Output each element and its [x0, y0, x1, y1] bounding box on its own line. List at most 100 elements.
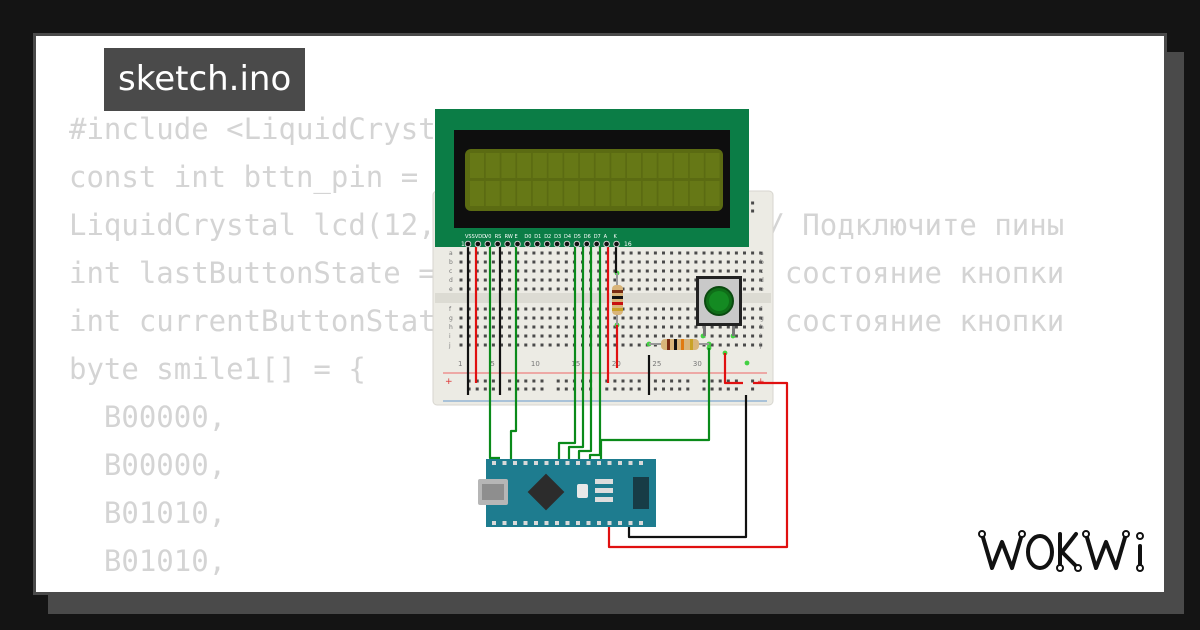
breadboard-rail-hole: [540, 387, 544, 391]
arduino-pin: [502, 521, 507, 525]
breadboard-hole: [613, 334, 617, 338]
arduino-pin: [544, 521, 549, 525]
arduino-pin: [618, 461, 622, 465]
breadboard-hole: [621, 343, 625, 347]
breadboard-hole: [645, 278, 649, 282]
pushbutton[interactable]: [696, 276, 742, 336]
breadboard-hole: [694, 251, 698, 255]
breadboard-hole: [678, 269, 682, 273]
lcd-char-cell: [470, 181, 484, 206]
breadboard-hole: [743, 334, 746, 338]
breadboard-rail-hole: [532, 387, 536, 391]
breadboard-rail-hole: [629, 387, 633, 391]
breadboard-hole: [564, 251, 568, 255]
breadboard-hole: [548, 334, 552, 338]
breadboard-hole: [475, 269, 479, 273]
lcd-char-cell: [611, 153, 626, 178]
wire-power-to-arduino: [607, 381, 789, 549]
reset-button[interactable]: [577, 484, 588, 498]
breadboard-hole: [508, 260, 512, 264]
breadboard-hole: [686, 260, 690, 264]
breadboard-hole: [605, 316, 609, 320]
breadboard-rail-hole: [726, 379, 730, 383]
breadboard-hole: [540, 343, 544, 347]
breadboard-hole: [516, 325, 520, 329]
lcd-char-cell: [470, 153, 484, 178]
breadboard-hole: [508, 278, 512, 282]
breadboard-hole: [670, 316, 674, 320]
breadboard-row-letter: d: [449, 277, 453, 284]
code-preview: #include <LiquidCrystal.h>const int bttn…: [69, 105, 1064, 592]
breadboard-hole: [662, 325, 665, 329]
resistor-pulldown: [649, 339, 709, 350]
wokwi-logo-icon: [978, 530, 1144, 572]
breadboard-hole: [459, 251, 463, 255]
breadboard-rail-hole: [662, 379, 665, 383]
lcd-pin: [613, 240, 620, 248]
lcd-pin: [603, 240, 610, 248]
breadboard-hole: [645, 307, 649, 311]
breadboard-row-letter: j: [448, 342, 451, 349]
breadboard-hole: [645, 251, 649, 255]
lcd-pin: [464, 240, 472, 248]
breadboard-hole: [645, 269, 649, 273]
breadboard-column-number: 10: [531, 360, 540, 368]
breadboard-hole: [726, 325, 730, 329]
breadboard-hole: [613, 278, 617, 282]
wire-lcd-d7: [588, 241, 602, 461]
breadboard-hole: [621, 316, 625, 320]
breadboard-hole: [759, 307, 763, 311]
breadboard-hole: [743, 343, 746, 347]
breadboard-hole: [702, 260, 706, 264]
preview-card: #include <LiquidCrystal.h>const int bttn…: [33, 33, 1167, 595]
breadboard-hole: [645, 287, 649, 291]
page-title: sketch.ino: [104, 48, 306, 111]
breadboard-rail-hole: [726, 387, 730, 391]
breadboard-hole: [508, 251, 512, 255]
breadboard-hole: [459, 269, 463, 273]
breadboard-hole: [548, 343, 552, 347]
breadboard-hole: [670, 260, 674, 264]
breadboard-hole: [532, 269, 536, 273]
arduino-pin: [534, 461, 538, 465]
breadboard-hole: [556, 325, 560, 329]
breadboard-hole: [751, 251, 755, 255]
breadboard-hole: [532, 334, 536, 338]
arduino-pin: [628, 521, 633, 525]
lcd-char-cell: [705, 153, 720, 178]
breadboard-hole: [718, 325, 722, 329]
breadboard-hole: [483, 325, 487, 329]
breadboard-hole: [540, 269, 544, 273]
breadboard-hole: [702, 251, 706, 255]
lcd-char-cells: [470, 153, 720, 206]
breadboard-hole: [662, 251, 665, 255]
breadboard-row-letter: a: [449, 250, 453, 257]
lcd-char-cell: [642, 181, 657, 206]
breadboard-hole: [718, 334, 722, 338]
breadboard-column-number: 30: [693, 360, 702, 368]
breadboard-hole: [556, 334, 560, 338]
breadboard-hole: [718, 260, 722, 264]
breadboard-hole: [621, 269, 625, 273]
breadboard-rail-hole: [653, 379, 657, 383]
breadboard-rail-hole: [483, 387, 487, 391]
lcd-char-cell: [595, 181, 610, 206]
breadboard-hole: [516, 307, 520, 311]
breadboard-hole: [524, 343, 528, 347]
breadboard-hole: [759, 278, 763, 282]
breadboard-hole: [524, 269, 528, 273]
breadboard-hole: [621, 251, 625, 255]
breadboard-hole: [475, 307, 479, 311]
breadboard-hole: [540, 260, 544, 264]
breadboard-rail-hole: [556, 387, 560, 391]
arduino-pin: [586, 461, 591, 465]
arduino-pin: [618, 521, 622, 525]
breadboard-hole: [637, 307, 641, 311]
breadboard-hole: [532, 251, 536, 255]
breadboard-hole: [759, 325, 763, 329]
breadboard-hole: [662, 316, 665, 320]
breadboard-hole: [532, 316, 536, 320]
breadboard-hole: [524, 251, 528, 255]
lcd-char-cell: [564, 181, 579, 206]
breadboard-hole: [743, 307, 746, 311]
